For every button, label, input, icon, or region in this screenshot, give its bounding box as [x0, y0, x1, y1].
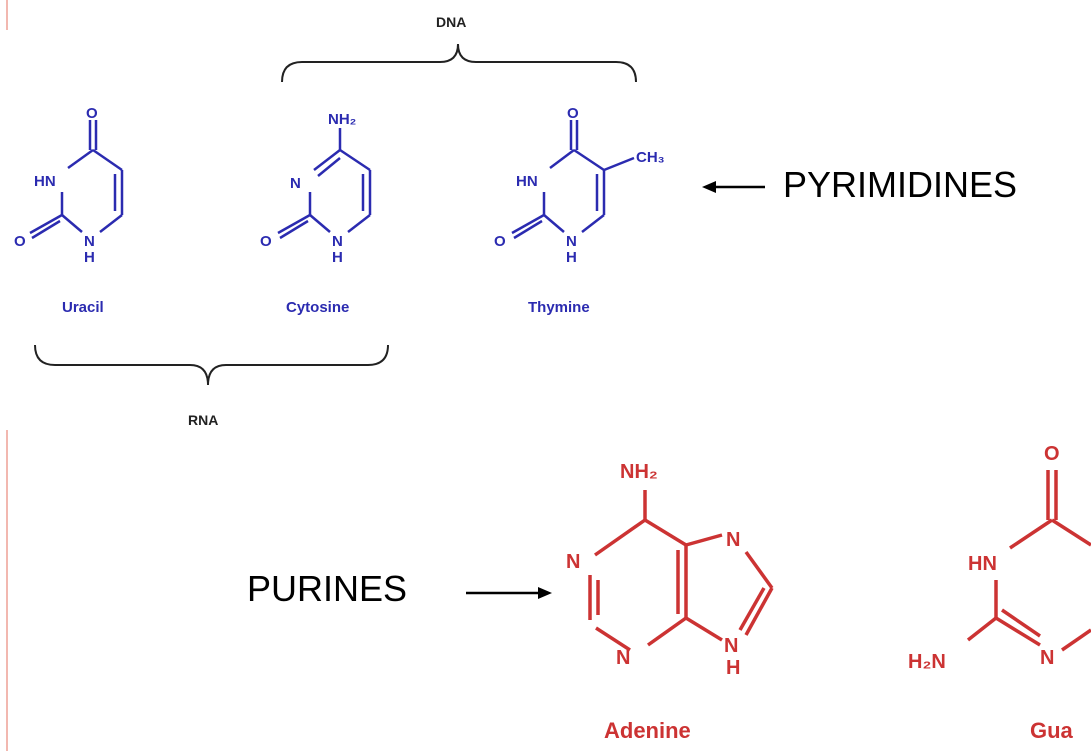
uracil-name: Uracil [62, 299, 104, 316]
adenine-atom-n1: N [566, 551, 580, 573]
adenine-atom-n7: N [726, 529, 740, 551]
guanine-structure [966, 470, 1091, 652]
guanine-atom-n: N [1040, 647, 1054, 669]
adenine-structure [588, 490, 774, 652]
guanine-atom-o: O [1044, 443, 1060, 465]
pyrimidines-label: PYRIMIDINES [783, 164, 1018, 205]
cytosine-atom-n-bottom: N [332, 233, 343, 250]
pyrimidines-arrow [702, 181, 765, 193]
thymine-structure [511, 120, 635, 240]
guanine-atom-hn: HN [968, 553, 997, 575]
cytosine-structure [277, 128, 372, 240]
rna-bracket [34, 344, 389, 386]
rna-label: RNA [188, 412, 219, 428]
dna-label: DNA [436, 14, 467, 30]
purines-label: PURINES [247, 568, 408, 609]
cytosine-name: Cytosine [286, 299, 350, 316]
cytosine-atom-o: O [260, 233, 272, 250]
thymine-atom-n: N [566, 233, 577, 250]
guanine-atom-h2n: H₂N [908, 651, 946, 673]
dna-bracket [281, 43, 637, 83]
guanine-name: Gua [1030, 718, 1073, 743]
cytosine-atom-h: H [332, 249, 343, 266]
thymine-name: Thymine [528, 299, 590, 316]
thymine-atom-h: H [566, 249, 577, 266]
uracil-atom-hn: HN [34, 173, 56, 190]
cytosine-atom-n: N [290, 175, 301, 192]
slide-edge-accent [6, 0, 8, 30]
uracil-atom-o-top: O [86, 105, 98, 122]
uracil-atom-o-bottom: O [14, 233, 26, 250]
thymine-atom-hn: HN [516, 173, 538, 190]
uracil-atom-n: N [84, 233, 95, 250]
slide-edge-accent-lower [6, 430, 8, 751]
adenine-atom-n3: N [616, 647, 630, 669]
thymine-atom-o-top: O [567, 105, 579, 122]
thymine-atom-o-bottom: O [494, 233, 506, 250]
thymine-atom-ch3: CH₃ [636, 149, 665, 166]
adenine-name: Adenine [604, 718, 691, 743]
cytosine-atom-nh2: NH₂ [328, 111, 356, 128]
uracil-atom-h: H [84, 249, 95, 266]
adenine-atom-n9: N [724, 635, 738, 657]
purines-arrow [466, 587, 552, 599]
uracil-structure [29, 120, 124, 240]
adenine-atom-nh2: NH₂ [620, 461, 658, 483]
adenine-atom-n9-h: H [726, 657, 740, 679]
